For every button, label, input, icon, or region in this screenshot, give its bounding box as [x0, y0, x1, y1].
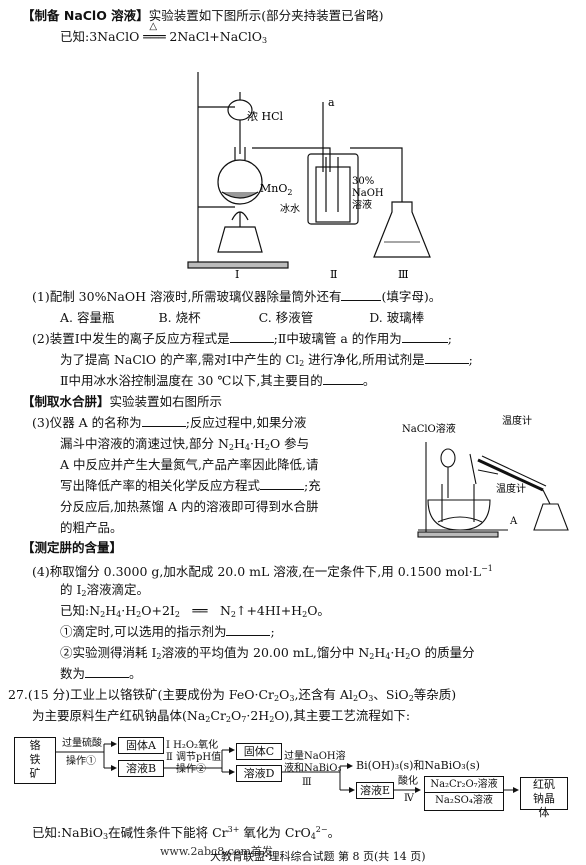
answer-blank-q2-3[interactable] — [424, 351, 469, 364]
label-naoh-solution: 溶液 — [352, 198, 372, 211]
footer-watermark: www.2abc8.com首发 — [160, 845, 273, 858]
box-solution-e: 溶液E — [356, 782, 394, 799]
heading-hydrazine: 【制取水合肼】 — [22, 394, 110, 409]
question-1: (1)配制 30%NaOH 溶液时,所需玻璃仪器除量筒外还有(填字母)。 — [32, 288, 442, 304]
option-b: B. 烧杯 — [158, 310, 201, 325]
answer-blank-q4-2[interactable] — [85, 665, 130, 678]
heading-naclo: 【制备 NaClO 溶液】 — [22, 8, 149, 23]
question-4-known: 已知:N2H4·H2O+2I2══N2↑+4HI+H2O。 — [60, 603, 330, 619]
box-red-alum-crystal: 红矾钠晶体 — [520, 777, 568, 819]
option-c: C. 移液管 — [258, 310, 314, 325]
label-apparatus-1: Ⅰ — [235, 268, 239, 280]
known-eq-right: 2NaCl+NaClO — [169, 29, 262, 44]
question-4-sub-2: ②实验测得消耗 I2溶液的平均值为 20.00 mL,馏分中 N2H4·H2O … — [60, 645, 475, 661]
known-eq-sub: 3 — [261, 36, 268, 45]
answer-blank-q1[interactable] — [341, 288, 382, 301]
flowchart-arrows — [56, 741, 519, 793]
label-tube-a: a — [328, 96, 335, 109]
label-excess-naoh: 过量NaOH溶 — [284, 751, 346, 762]
answer-blank-q3-2[interactable] — [260, 477, 305, 490]
label-conc-hcl: 浓 HCl — [247, 110, 284, 123]
question-4-line-1: (4)称取馏分 0.3000 g,加水配成 20.0 mL 溶液,在一定条件下,… — [32, 564, 493, 579]
heading-measure: 【测定肼的含量】 — [22, 540, 123, 555]
heat-arrow: △═══ — [139, 21, 169, 45]
section-heading-measure: 【测定肼的含量】 — [22, 539, 122, 556]
label-naclo-solution: NaClO溶液 — [402, 422, 456, 435]
question-4-sub-1: ①滴定时,可以选用的指示剂为; — [60, 623, 275, 639]
question-27-line-2: 为主要原料生产红矾钠晶体(Na2Cr2O7·2H2O),其主要工艺流程如下: — [32, 708, 411, 724]
label-excess-sulfuric-acid: 过量硫酸 — [62, 738, 102, 749]
answer-blank-q2-1[interactable] — [229, 330, 274, 343]
apparatus-figure-2: NaClO溶液 温度计 温度计 A — [402, 414, 569, 538]
label-apparatus-3: Ⅲ — [398, 268, 409, 280]
label-mno2: MnO2 — [260, 182, 292, 197]
label-adjust-ph: Ⅱ 调节pH值 — [166, 752, 222, 763]
section-heading-naclo: 【制备 NaClO 溶液】实验装置如下图所示(部分夹持装置已省略) — [22, 7, 383, 24]
question-3-line-4: 写出降低产率的相关化学反应方程式;充 — [60, 477, 321, 493]
label-bi-products: Bi(OH)₃(s)和NaBiO₃(s) — [356, 759, 480, 772]
section-heading-hydrazine: 【制取水合肼】实验装置如右图所示 — [22, 394, 223, 409]
label-na2so4-solution: Na₂SO₄溶液 — [435, 795, 493, 806]
label-step-3: Ⅲ — [302, 777, 312, 788]
question-4-line-2: 的 I2溶液滴定。 — [60, 582, 150, 598]
box-solution-d: 溶液D — [236, 765, 282, 782]
label-step-4: Ⅳ — [404, 793, 414, 804]
answer-blank-q4-1[interactable] — [226, 623, 271, 636]
answer-blank-q3-1[interactable] — [141, 414, 186, 427]
question-3-line-6: 的粗产品。 — [60, 520, 123, 535]
known-equation-1: 已知:3NaClO△═══2NaCl+NaClO3 — [60, 21, 268, 49]
option-d: D. 玻璃棒 — [369, 310, 425, 325]
box-solution-b: 溶液B — [118, 760, 164, 777]
question-2-line-2: 为了提高 NaClO 的产率,需对Ⅰ中产生的 Cl2 进行净化,所用试剂是; — [60, 351, 473, 368]
label-na2cr2o7-solution: Na₂Cr₂O₇溶液 — [425, 777, 503, 793]
box-mixed-solutions: Na₂Cr₂O₇溶液 Na₂SO₄溶液 — [424, 776, 504, 811]
question-4-sub-2-cont: 数为。 — [60, 665, 142, 681]
label-thermometer-1: 温度计 — [502, 414, 532, 427]
label-naoh: NaOH — [352, 188, 384, 199]
heat-symbol: △ — [149, 21, 158, 32]
footnote-known: 已知:NaBiO3在碱性条件下能将 Cr3+ 氧化为 CrO42−。 — [32, 825, 341, 841]
label-apparatus-2: Ⅱ — [330, 268, 337, 280]
label-nabio3: 液和NaBiO₃ — [284, 763, 342, 774]
question-1-options: A. 容量瓶 B. 烧杯 C. 移液管 D. 玻璃棒 — [60, 309, 424, 326]
box-solid-c: 固体C — [236, 743, 282, 760]
answer-blank-q2-4[interactable] — [322, 372, 363, 385]
label-instrument-a: A — [509, 516, 518, 527]
question-3-line-3: A 中反应并产生大量氮气,产品产率因此降低,请 — [60, 457, 319, 472]
heading-naclo-intro: 实验装置如下图所示(部分夹持装置已省略) — [148, 8, 384, 23]
label-ice-water: 冰水 — [280, 202, 300, 215]
label-operation-2: 操作② — [176, 764, 206, 775]
known-eq-left: 已知:3NaClO — [60, 29, 140, 44]
question-3-line-2: 漏斗中溶液的滴速过快,部分 N2H4·H2O 参与 — [60, 436, 310, 452]
apparatus-figure-1: 浓 HCl a MnO2 30% NaOH 溶液 冰水 Ⅰ Ⅱ Ⅲ — [187, 72, 431, 280]
question-2-line-1: (2)装置Ⅰ中发生的离子反应方程式是;Ⅱ中玻璃管 a 的作用为; — [32, 330, 452, 346]
option-a: A. 容量瓶 — [60, 310, 115, 325]
question-3-line-1: (3)仪器 A 的名称为;反应过程中,如果分液 — [32, 414, 307, 430]
question-2-line-3: Ⅱ中用冰水浴控制温度在 30 ℃以下,其主要目的。 — [60, 372, 376, 388]
question-3-line-5: 分反应后,加热蒸馏 A 内的溶液即可得到水合肼 — [60, 499, 319, 514]
label-acidify: 酸化 — [398, 776, 418, 787]
box-chromite-ore: 铬铁矿 — [14, 737, 56, 784]
footer-page-info: 大教育联盟·理科综合试题 第 8 页(共 14 页) — [210, 850, 426, 863]
label-naoh-percent: 30% — [352, 176, 374, 187]
label-h2o2-oxidation: Ⅰ H₂O₂氧化 — [166, 740, 219, 751]
label-thermometer-2: 温度计 — [496, 482, 526, 495]
box-solid-a: 固体A — [118, 737, 164, 754]
label-operation-1: 操作① — [66, 756, 96, 767]
question-27-line-1: 27.(15 分)工业上以铬铁矿(主要成份为 FeO·Cr2O3,还含有 Al2… — [8, 687, 457, 703]
answer-blank-q2-2[interactable] — [401, 330, 448, 343]
